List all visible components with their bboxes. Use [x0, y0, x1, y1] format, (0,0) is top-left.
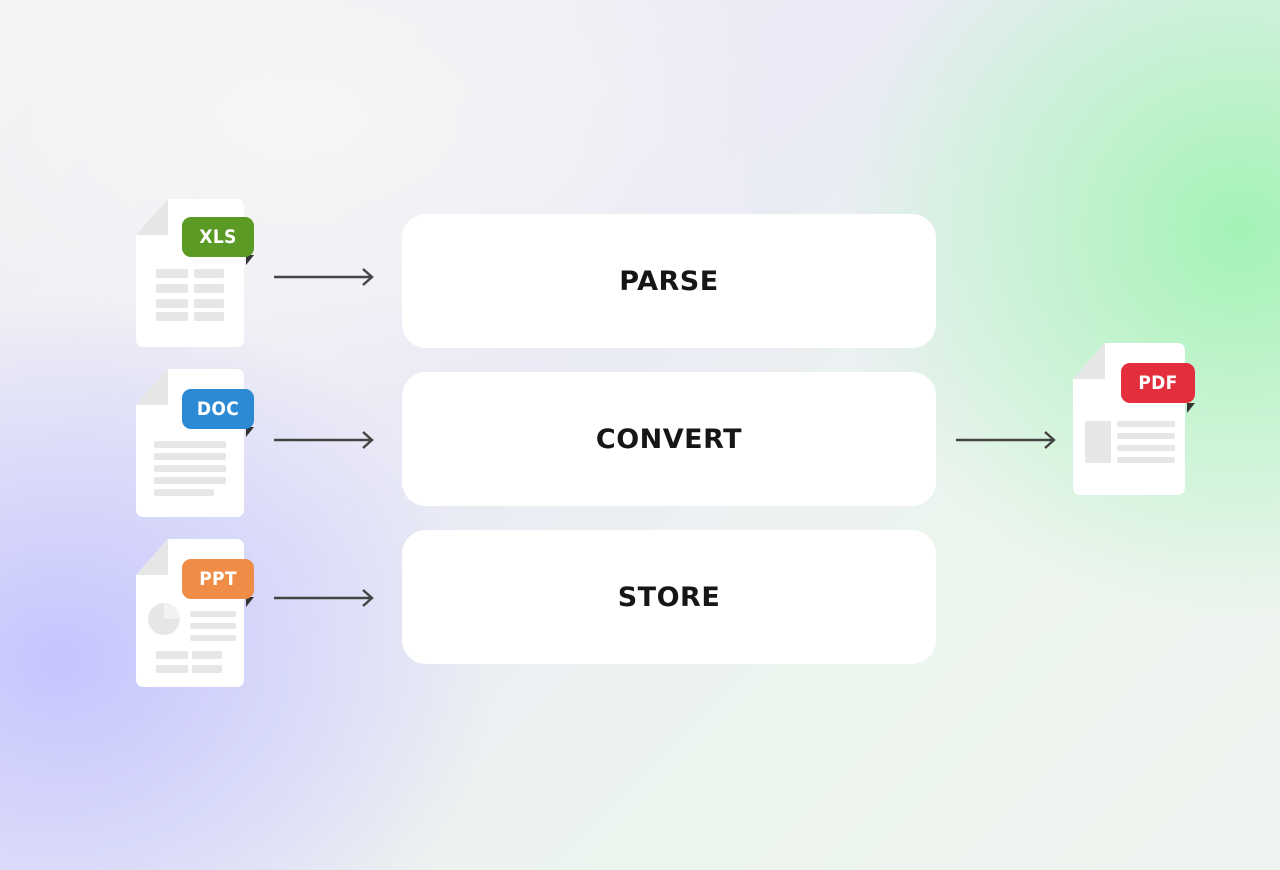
arrow-doc-to-convert: [274, 431, 374, 449]
doc-file-icon: DOC: [136, 369, 256, 517]
xls-file-icon: XLS: [136, 199, 256, 347]
ppt-file-icon: PPT: [136, 539, 256, 687]
step-convert: CONVERT: [402, 372, 936, 506]
arrow-xls-to-parse: [274, 268, 374, 286]
pdf-badge: PDF: [1121, 363, 1195, 403]
step-parse: PARSE: [402, 214, 936, 348]
doc-badge: DOC: [182, 389, 254, 429]
step-convert-label: CONVERT: [595, 423, 743, 455]
step-store-label: STORE: [617, 581, 721, 613]
arrow-convert-to-pdf: [956, 431, 1056, 449]
arrow-ppt-to-store: [274, 589, 374, 607]
pdf-file-icon: PDF: [1073, 343, 1197, 495]
step-store: STORE: [402, 530, 936, 664]
xls-badge: XLS: [182, 217, 254, 257]
ppt-badge: PPT: [182, 559, 254, 599]
step-parse-label: PARSE: [619, 265, 719, 297]
